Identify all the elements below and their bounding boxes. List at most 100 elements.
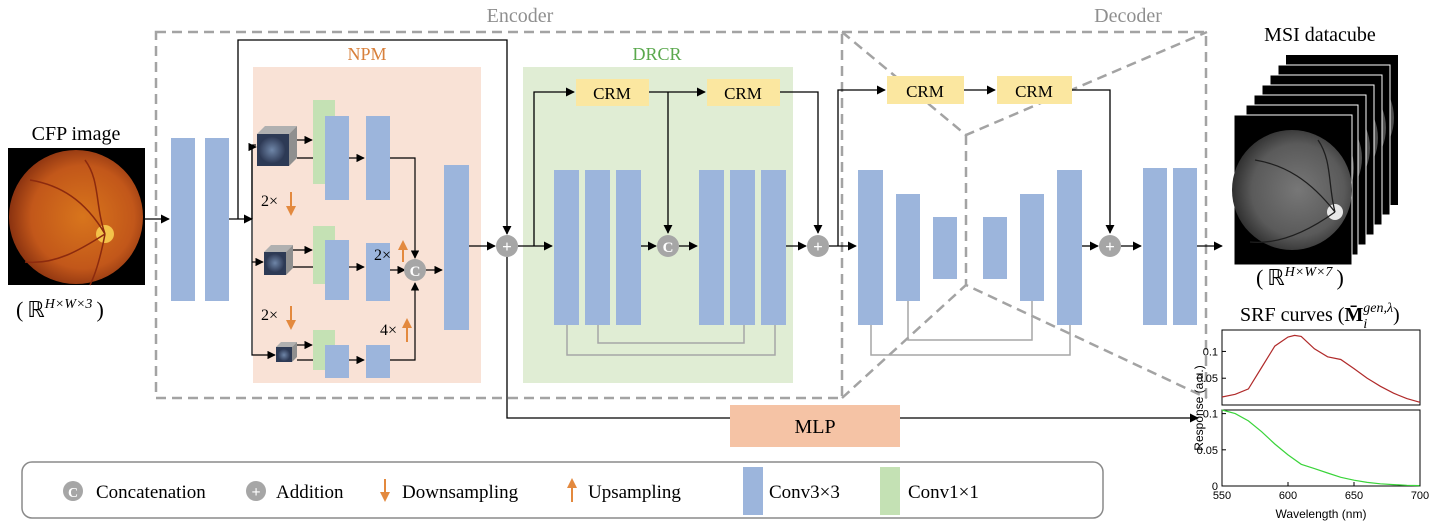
conv3-block (1143, 168, 1167, 325)
decoder-outline (842, 30, 1208, 398)
cfp-title: CFP image (32, 123, 121, 145)
conv3-block (1020, 194, 1044, 301)
add-legend-symbol: + (251, 484, 260, 501)
chart-axes-box (1221, 409, 1421, 487)
legend-box (21, 461, 1104, 519)
msi-title: MSI datacube (1264, 24, 1376, 46)
crm-label: CRM (593, 84, 631, 103)
msi-dims: (ℝH×W×7) (1256, 265, 1344, 290)
concat-symbol: C (410, 264, 421, 280)
npm-branch-quarter (276, 282, 420, 378)
x-axis-label: Wavelength (nm) (1276, 507, 1367, 521)
concat-legend-symbol: C (68, 486, 78, 501)
legend-item-upsampling: Upsampling (567, 478, 681, 503)
y-tick-label: 0.05 (1197, 373, 1218, 385)
conv3-block (896, 194, 920, 301)
legend-label-add: Addition (276, 482, 344, 503)
legend-item-downsampling: Downsampling (380, 479, 519, 503)
x-tick-label: 550 (1213, 490, 1231, 502)
crm-feed (533, 87, 575, 246)
y-tick-label: 0.1 (1203, 409, 1218, 421)
srf-series-line (1221, 334, 1421, 403)
upsample-label: 4× (380, 322, 397, 339)
add-symbol: + (1105, 237, 1115, 256)
upsample-label: 2× (374, 247, 391, 264)
mlp-connection (506, 257, 1199, 423)
mlp-label: MLP (794, 416, 835, 438)
conv3-block (699, 170, 724, 325)
conv3-block (171, 138, 195, 301)
drcr-skip (566, 325, 776, 356)
crm-label: CRM (724, 84, 762, 103)
srf-title: SRF curves (M̄igen,λ) (1240, 301, 1400, 332)
downsample-label: 2× (261, 307, 278, 324)
mlp-block (730, 405, 900, 447)
conv3-block (585, 170, 610, 325)
conv3-block (858, 170, 883, 325)
npm-branch-full (257, 100, 420, 259)
legend-item-conv1x1: Conv1×1 (880, 467, 979, 515)
npm-feeder (248, 142, 257, 219)
concat-legend-icon (63, 481, 83, 501)
x-tick-label: 700 (1411, 490, 1429, 502)
encoder-box (154, 30, 844, 400)
npm-feeder (251, 219, 276, 360)
legend-item-conv3x3: Conv3×3 (743, 467, 840, 515)
crm-block (707, 79, 780, 106)
conv3-block (730, 170, 755, 325)
add-legend-icon (246, 481, 266, 501)
concat-symbol: C (663, 240, 674, 256)
concat-node (657, 235, 679, 257)
downsample-label: 2× (261, 193, 278, 210)
npm-branch-half (264, 226, 406, 301)
conv3-block (1173, 168, 1197, 325)
x-tick-label: 650 (1345, 490, 1363, 502)
conv3-block (761, 170, 786, 325)
crm-feed (837, 85, 886, 246)
crm-to-add (780, 91, 823, 234)
chart-axes-box (1221, 329, 1421, 406)
y-tick-label: 0 (1212, 481, 1218, 493)
legend-label-concat: Concatenation (96, 482, 206, 503)
crm-block (576, 79, 649, 106)
add-symbol: + (813, 237, 823, 256)
y-axis-label: Response (a.u.) (1192, 365, 1206, 450)
srf-series-line (1221, 409, 1421, 487)
decoder-skip (870, 325, 1071, 356)
conv1-legend-swatch (880, 467, 900, 515)
conv3-block (983, 217, 1007, 279)
legend-label-conv3x3: Conv3×3 (769, 482, 840, 503)
drcr-skip (597, 325, 745, 344)
crm-block (887, 76, 964, 104)
legend-label-downsampling: Downsampling (402, 482, 519, 503)
conv3-block (205, 138, 229, 301)
crm-block (997, 76, 1072, 104)
add-node (496, 235, 518, 257)
legend-item-concat: C Concatenation (63, 481, 206, 503)
x-tick-label: 600 (1279, 490, 1297, 502)
y-tick-label: 0.05 (1197, 445, 1218, 457)
crm-label: CRM (1015, 82, 1053, 101)
skip-connection (237, 39, 512, 235)
drcr-title: DRCR (632, 44, 681, 64)
conv3-legend-swatch (743, 467, 763, 515)
conv3-block (933, 217, 957, 279)
crm-label: CRM (906, 82, 944, 101)
cfp-fundus (9, 150, 143, 284)
conv3-block (616, 170, 641, 325)
y-tick-label: 0.1 (1203, 346, 1218, 358)
legend-label-upsampling: Upsampling (588, 482, 681, 503)
conv3-block (554, 170, 579, 325)
conv3-block (1057, 170, 1082, 325)
cfp-dims: (ℝH×W×3) (16, 297, 104, 322)
concat-node (404, 259, 426, 281)
legend-label-conv1x1: Conv1×1 (908, 482, 979, 503)
legend-item-add: + Addition (246, 481, 344, 503)
add-node (807, 235, 829, 257)
conv3-block (444, 165, 469, 330)
decoder-skip (907, 301, 1033, 341)
npm-title: NPM (347, 44, 386, 64)
msi-datacube (1232, 55, 1398, 266)
